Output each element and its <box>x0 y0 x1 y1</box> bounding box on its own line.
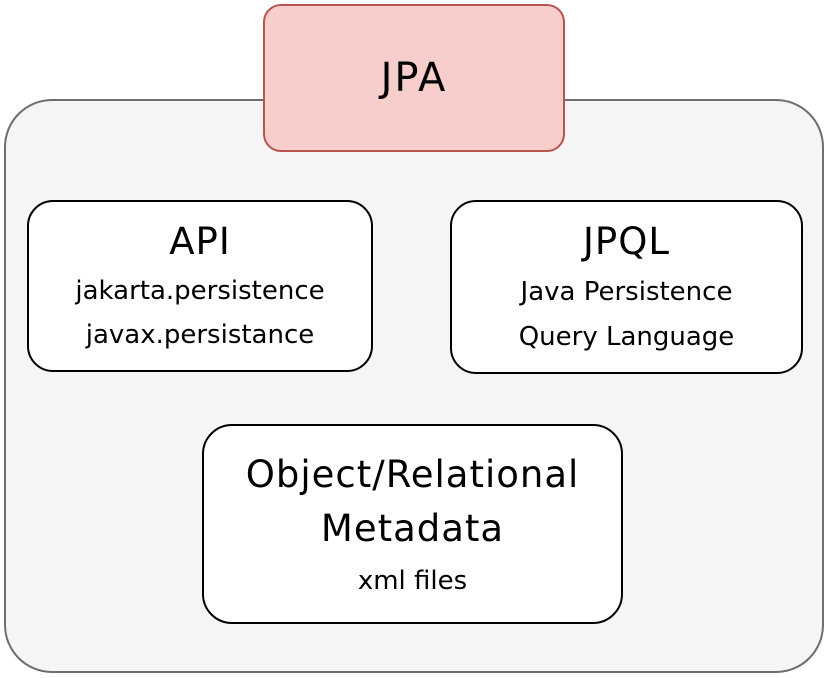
metadata-box: Object/Relational Metadata xml files <box>202 424 623 624</box>
jpql-box-title: JPQL <box>583 220 670 264</box>
api-box-line-jakarta-persistence: jakarta.persistence <box>75 276 325 307</box>
jpql-box-line-query-language: Query Language <box>518 321 735 352</box>
metadata-box-title-line2: Metadata <box>320 507 505 550</box>
api-box: API jakarta.persistence javax.persistanc… <box>27 200 373 372</box>
jpql-box-line-java-persistence: Java Persistence <box>520 277 733 308</box>
metadata-box-title-line1: Object/Relational <box>245 452 580 496</box>
jpql-box: JPQL Java Persistence Query Language <box>450 200 803 374</box>
jpa-title-box: JPA <box>263 4 565 152</box>
api-box-title: API <box>169 219 231 263</box>
api-box-line-javax-persistance: javax.persistance <box>85 320 315 351</box>
jpa-title-label: JPA <box>380 55 448 101</box>
metadata-box-line-xml-files: xml files <box>357 566 468 597</box>
